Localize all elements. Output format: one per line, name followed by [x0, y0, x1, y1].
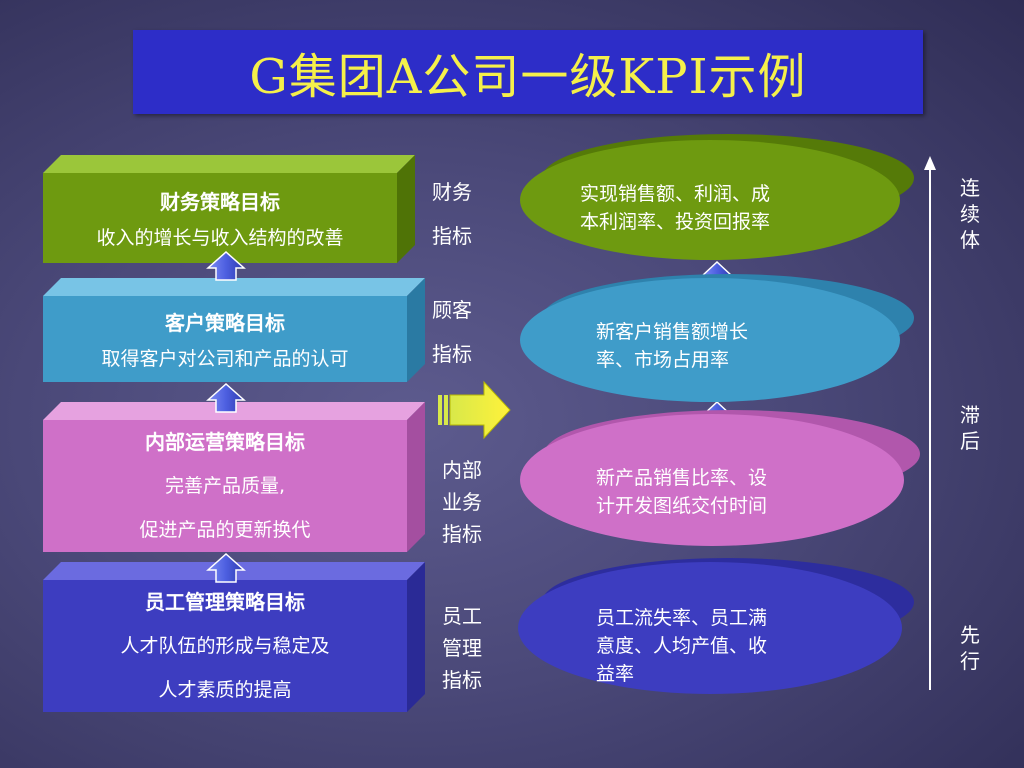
kpi-employee-line-3: 益率	[596, 663, 635, 685]
kpi-finance-line-2: 本利润率、投资回报率	[580, 211, 771, 233]
employee-strategy-line-1: 人才队伍的形成与稳定及	[120, 635, 330, 657]
internal-indicator-line-2: 业务	[442, 490, 482, 514]
kpi-internal-line-2: 计开发图纸交付时间	[596, 495, 768, 517]
finance-strategy-desc: 收入的增长与收入结构的改善	[96, 226, 344, 249]
kpi-ellipse-customer-shape	[520, 274, 914, 402]
employee-indicator-line-2: 管理	[442, 636, 482, 660]
customer-strategy-desc: 取得客户对公司和产品的认可	[101, 347, 349, 370]
axis-label-leading: 先行	[960, 623, 980, 673]
customer-box-shape	[43, 278, 425, 382]
internal-indicator-line-1: 内部	[442, 458, 482, 482]
kpi-customer-line-1: 新客户销售额增长	[596, 321, 749, 343]
finance-strategy-box: 财务策略目标 收入的增长与收入结构的改善	[43, 155, 415, 263]
internal-strategy-box: 内部运营策略目标 完善产品质量, 促进产品的更新换代	[43, 402, 425, 552]
kpi-ellipse-finance-shape	[520, 134, 914, 260]
title-bar: G集团A公司一级KPI示例	[133, 30, 923, 114]
customer-indicator-line-1: 顾客	[432, 298, 472, 322]
kpi-customer-line-2: 率、市场占用率	[596, 349, 730, 371]
kpi-customer-text: 新客户销售额增长 率、市场占用率	[596, 318, 748, 374]
kpi-internal-text: 新产品销售比率、设 计开发图纸交付时间	[596, 464, 767, 520]
axis-label-continuum: 连续体	[960, 176, 980, 252]
finance-box-shape	[43, 155, 415, 263]
internal-indicator-label: 内部 业务 指标	[442, 454, 482, 550]
customer-indicator-label: 顾客 指标	[432, 288, 472, 376]
finance-indicator-line-1: 财务	[432, 180, 472, 204]
kpi-employee-line-1: 员工流失率、员工满	[596, 607, 768, 629]
kpi-employee-text: 员工流失率、员工满 意度、人均产值、收 益率	[596, 604, 767, 688]
page-title: G集团A公司一级KPI示例	[249, 49, 807, 105]
internal-strategy-line-2: 促进产品的更新换代	[139, 519, 311, 541]
kpi-ellipse-internal-shape	[520, 410, 920, 546]
employee-strategy-title: 员工管理策略目标	[145, 590, 305, 614]
employee-indicator-label: 员工 管理 指标	[442, 600, 482, 696]
employee-strategy-line-2: 人才素质的提高	[158, 679, 292, 701]
axis-label-lagging: 滞后	[960, 403, 980, 453]
customer-indicator-line-2: 指标	[432, 342, 472, 366]
right-arrow-icon	[438, 380, 511, 440]
customer-strategy-box: 客户策略目标 取得客户对公司和产品的认可	[43, 278, 425, 382]
internal-box-shape	[43, 402, 425, 552]
up-arrow-icon	[206, 250, 246, 281]
kpi-internal-line-1: 新产品销售比率、设	[596, 467, 768, 489]
axis-arrow-icon	[924, 156, 936, 690]
internal-indicator-line-3: 指标	[442, 522, 482, 546]
up-arrow-icon	[206, 382, 246, 413]
kpi-employee-line-2: 意度、人均产值、收	[596, 635, 768, 657]
finance-indicator-label: 财务 指标	[432, 170, 472, 258]
finance-strategy-title: 财务策略目标	[160, 189, 280, 214]
kpi-finance-text: 实现销售额、利润、成 本利润率、投资回报率	[580, 180, 770, 236]
up-arrow-icon	[206, 552, 246, 583]
internal-strategy-line-1: 完善产品质量,	[164, 475, 286, 497]
customer-strategy-title: 客户策略目标	[165, 310, 285, 335]
kpi-finance-line-1: 实现销售额、利润、成	[580, 183, 771, 205]
finance-indicator-line-2: 指标	[432, 224, 472, 248]
kpi-ellipse-employee-shape	[518, 558, 914, 694]
employee-indicator-line-1: 员工	[442, 604, 482, 628]
employee-indicator-line-3: 指标	[442, 668, 482, 692]
internal-strategy-title: 内部运营策略目标	[145, 430, 305, 454]
